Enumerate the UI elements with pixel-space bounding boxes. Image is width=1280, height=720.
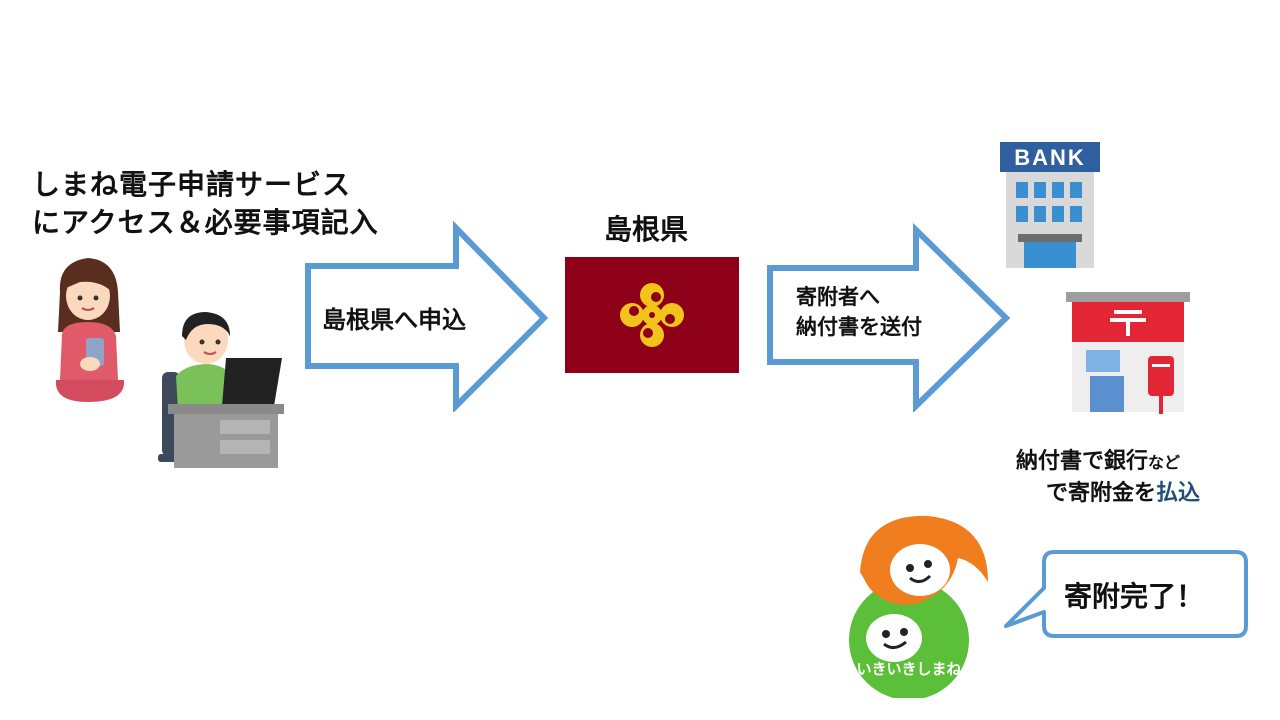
arrow-1: [305, 220, 549, 412]
shimane-flag-icon: [565, 257, 739, 373]
speech-bubble: [1004, 550, 1248, 638]
payment-line2: で寄附金を払込: [1016, 478, 1200, 509]
post-office-icon: [1066, 292, 1190, 414]
payment-line1-small: など: [1148, 453, 1181, 472]
payment-text: 納付書で銀行など で寄附金を払込: [1016, 446, 1200, 509]
arrow-2-line2: 納付書を送付: [796, 315, 922, 339]
bank-building-icon: BANK: [1000, 142, 1100, 268]
mascot-logo: いきいきしまね: [824, 512, 994, 698]
arrow-2-label: 寄附者へ 納付書を送付: [796, 282, 922, 342]
payment-line2-main: で寄附金を: [1046, 481, 1157, 506]
prefecture-title: 島根県: [604, 213, 689, 246]
woman-with-smartphone-icon: [55, 258, 125, 402]
step1-line2: にアクセス＆必要事項記入: [32, 206, 379, 239]
payment-line1: 納付書で銀行など: [1016, 446, 1200, 478]
payment-line1-main: 納付書で銀行: [1016, 449, 1149, 474]
step1-line1: しまね電子申請サービス: [32, 168, 352, 201]
mascot-logo-icon: [849, 515, 988, 698]
step1-heading: しまね電子申請サービス にアクセス＆必要事項記入: [32, 166, 379, 242]
arrow-2: [767, 222, 1011, 412]
bank-building-shape: [1000, 142, 1100, 268]
speech-bubble-text: 寄附完了！: [1064, 580, 1205, 613]
bank-sign: BANK: [1014, 145, 1086, 170]
payment-line2-accent: 払込: [1156, 481, 1201, 506]
arrow-1-label: 島根県へ申込: [322, 306, 466, 334]
arrow-2-line1: 寄附者へ: [796, 285, 880, 309]
mascot-text: いきいきしまね: [856, 660, 962, 678]
man-at-computer-icon: [158, 312, 284, 468]
